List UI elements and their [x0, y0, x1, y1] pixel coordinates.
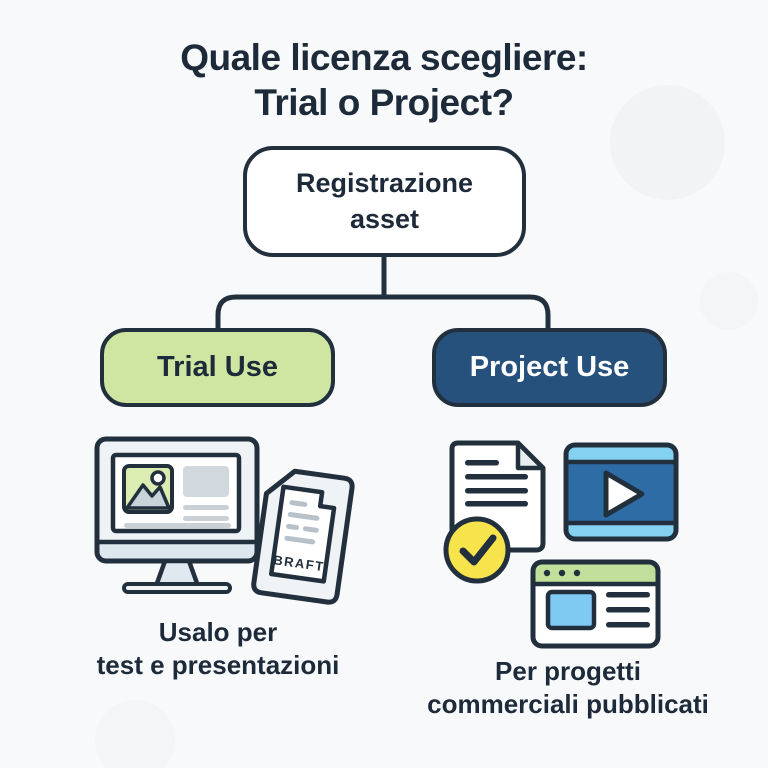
- page-title: Quale licenza scegliere: Trial o Project…: [0, 35, 768, 125]
- text-line: [465, 501, 528, 507]
- text-line: [289, 500, 308, 507]
- browser-dot: [543, 569, 551, 577]
- text-line: [465, 460, 499, 466]
- browser-dot: [558, 569, 566, 577]
- text-block: [183, 466, 229, 497]
- background-blob: [610, 85, 725, 200]
- browser-window-icon: [530, 559, 661, 649]
- project-caption-line2: commerciali pubblicati: [427, 689, 709, 720]
- root-label-line2: asset: [349, 203, 420, 234]
- page-title-line1: Quale licenza scegliere:: [180, 36, 588, 78]
- trial-caption-line1: Usalo per: [158, 617, 278, 647]
- background-blob: [95, 700, 175, 768]
- media-placeholder: [545, 589, 597, 631]
- trial-use-label: Trial Use: [157, 351, 278, 383]
- page-title-line2: Trial o Project?: [254, 81, 514, 123]
- monitor-icon: [94, 436, 260, 594]
- video-player-icon: [563, 442, 679, 542]
- text-line: [287, 512, 320, 521]
- trial-caption: Usalo per test e presentazioni: [38, 616, 398, 683]
- text-line: [183, 516, 229, 521]
- project-illustration: [443, 440, 679, 649]
- project-caption: Per progetti commerciali pubblicati: [388, 655, 748, 722]
- trial-illustration: BRAFT: [94, 436, 355, 605]
- background-blob: [700, 272, 758, 330]
- browser-dot: [573, 569, 581, 577]
- flowchart-node-asset-registration: Registrazione asset: [243, 146, 526, 257]
- text-line: [302, 526, 319, 533]
- text-line: [183, 505, 229, 510]
- sun-shape: [150, 470, 166, 486]
- text-line: [606, 622, 650, 628]
- text-line: [465, 474, 528, 480]
- play-icon: [603, 470, 645, 518]
- text-line: [286, 523, 299, 531]
- flowchart-node-trial-use: Trial Use: [100, 328, 335, 407]
- text-line: [606, 592, 650, 598]
- draft-label: BRAFT: [272, 552, 325, 574]
- monitor-base: [122, 582, 232, 594]
- mountain-shape: [125, 483, 171, 510]
- flowchart-node-project-use: Project Use: [432, 328, 667, 407]
- text-line: [124, 523, 231, 528]
- check-badge-icon: [443, 516, 511, 584]
- project-use-label: Project Use: [469, 351, 630, 383]
- trial-caption-line2: test e presentazioni: [96, 650, 340, 681]
- text-line: [606, 607, 650, 613]
- root-label-line1: Registrazione: [295, 168, 474, 199]
- folded-corner: [515, 440, 546, 471]
- text-line: [465, 488, 528, 494]
- image-placeholder-icon: [122, 464, 174, 514]
- check-icon: [459, 534, 497, 566]
- draft-document-icon: BRAFT: [251, 468, 355, 605]
- text-line: [284, 535, 316, 545]
- project-caption-line1: Per progetti: [495, 656, 641, 686]
